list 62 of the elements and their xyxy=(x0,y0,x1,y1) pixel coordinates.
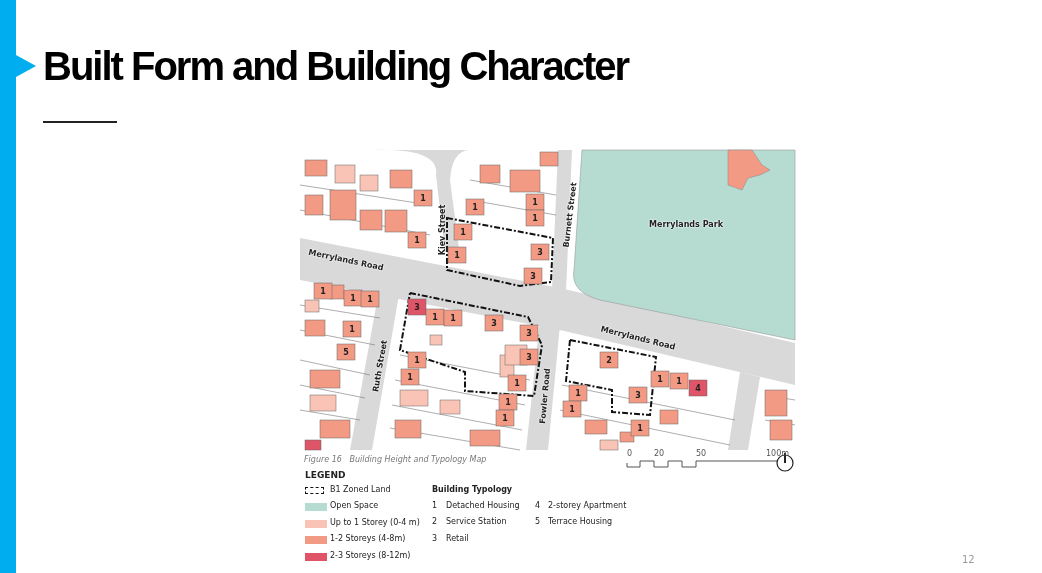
typology-number: 1 xyxy=(414,355,420,365)
legend-text: Up to 1 Storey (0-4 m) xyxy=(330,518,420,527)
typology-number: 3 xyxy=(526,352,532,362)
legend-text: 5 xyxy=(535,517,541,526)
legend-text: 2 xyxy=(432,517,438,526)
typology-number: 1 xyxy=(472,202,478,212)
typology-number: 1 xyxy=(349,324,355,334)
typology-number: 3 xyxy=(635,390,641,400)
scale-value: 0 xyxy=(627,449,633,458)
typology-number: 1 xyxy=(514,378,520,388)
typology-number: 1 xyxy=(657,374,663,384)
legend-heading: LEGEND xyxy=(305,470,346,480)
typology-number: 3 xyxy=(491,318,497,328)
typology-number: 1 xyxy=(450,313,456,323)
typology-number: 2 xyxy=(606,355,612,365)
page-number: 12 xyxy=(962,554,975,565)
legend-text: 2-storey Apartment xyxy=(548,501,627,510)
legend-text: Terrace Housing xyxy=(548,517,613,526)
typology-number: 1 xyxy=(320,286,326,296)
typology-number: 1 xyxy=(575,388,581,398)
typology-number: 4 xyxy=(695,383,701,393)
slide-title: Built Form and Building Character xyxy=(43,44,629,89)
typology-number: 1 xyxy=(420,193,426,203)
typology-number: 1 xyxy=(454,250,460,260)
scale-value: 100m xyxy=(766,449,790,458)
typology-number: 1 xyxy=(350,293,356,303)
figure-caption: Figure 16 Building Height and Typology Map xyxy=(304,455,487,464)
legend-text: Service Station xyxy=(446,517,507,526)
typology-number: 3 xyxy=(537,247,543,257)
legend-text: 4 xyxy=(535,501,541,510)
legend-text: 1-2 Storeys (4-8m) xyxy=(330,534,406,543)
typology-number: 1 xyxy=(367,294,373,304)
legend-text: Detached Housing xyxy=(446,501,520,510)
typology-number: 1 xyxy=(637,423,643,433)
legend-text: 2-3 Storeys (8-12m) xyxy=(330,551,411,560)
typology-number: 3 xyxy=(526,328,532,338)
scale-value: 50 xyxy=(696,449,707,458)
street-name: Fowler Road xyxy=(538,367,552,425)
typology-number: 3 xyxy=(530,271,536,281)
legend-text: Retail xyxy=(446,534,469,543)
typology-number: 1 xyxy=(532,213,538,223)
legend-text: 1 xyxy=(432,501,438,510)
typology-number: 5 xyxy=(343,347,349,357)
street-name: Burnett Street xyxy=(561,181,579,249)
park-name: Merrylands Park xyxy=(649,219,723,229)
typology-number: 3 xyxy=(414,302,420,312)
typology-number: 1 xyxy=(505,397,511,407)
typology-number: 1 xyxy=(460,227,466,237)
legend-text: B1 Zoned Land xyxy=(330,485,391,494)
typology-number: 1 xyxy=(432,312,438,322)
typology-number: 1 xyxy=(407,372,413,382)
street-name: Ruth Street xyxy=(371,339,389,393)
legend-subheading: Building Typology xyxy=(432,485,513,494)
scale-value: 20 xyxy=(654,449,665,458)
typology-number: 1 xyxy=(676,376,682,386)
legend-text: Open Space xyxy=(330,501,379,510)
street-name: Kiev Street xyxy=(437,204,447,256)
typology-number: 1 xyxy=(532,197,538,207)
typology-number: 1 xyxy=(569,404,575,414)
legend-text: 3 xyxy=(432,534,438,543)
typology-number: 1 xyxy=(414,235,420,245)
typology-number: 1 xyxy=(502,413,508,423)
